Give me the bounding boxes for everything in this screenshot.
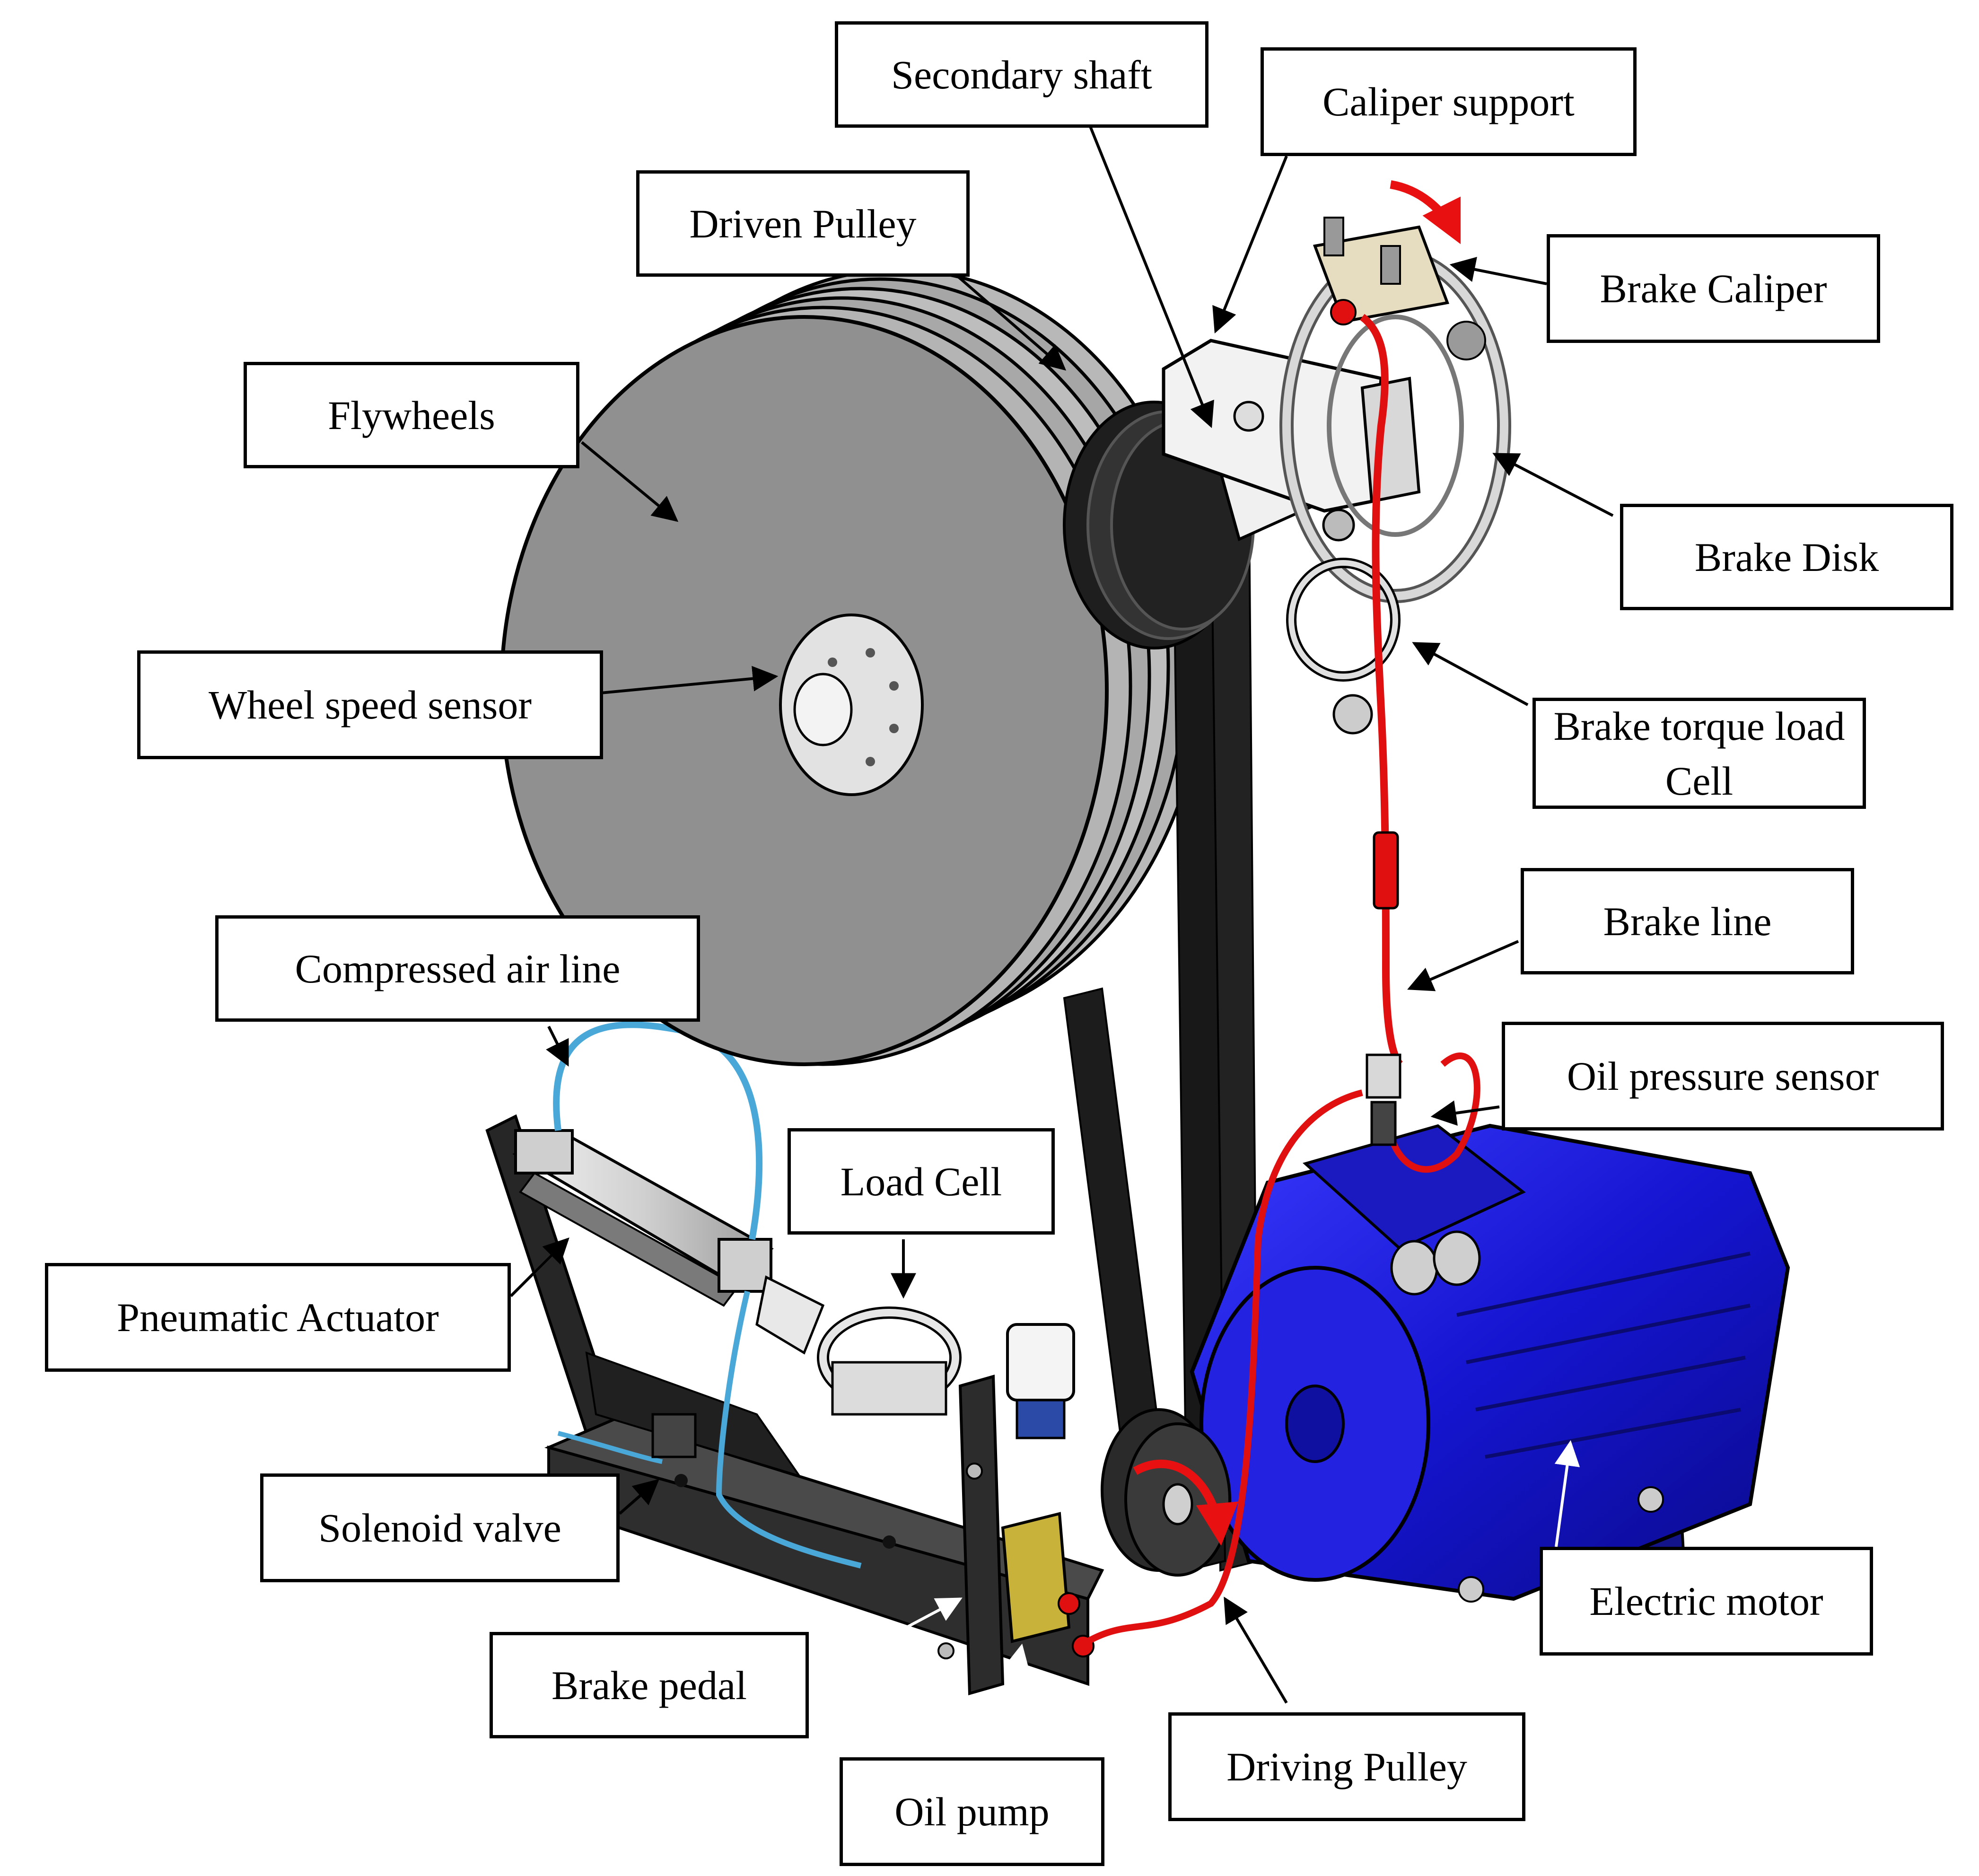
pulley-rotation-arrow <box>1133 1459 1239 1546</box>
brake-line-hose <box>1360 314 1403 1067</box>
air-line-base <box>557 1431 663 1464</box>
label-secondary-shaft: Secondary shaft <box>835 21 1208 128</box>
air-line-lower <box>716 1290 862 1569</box>
label-brake-disk: Brake Disk <box>1620 504 1953 610</box>
label-driving-pulley: Driving Pulley <box>1168 1712 1525 1821</box>
label-oil-pressure-sensor: Oil pressure sensor <box>1502 1022 1944 1131</box>
label-pneumatic-actuator: Pneumatic Actuator <box>45 1263 511 1372</box>
brake-line-fitting <box>1373 831 1399 910</box>
brake-line-to-pump <box>1086 1089 1363 1645</box>
label-load-cell: Load Cell <box>788 1128 1055 1235</box>
leader-arrows <box>509 120 1614 1760</box>
label-flywheels: Flywheels <box>244 362 579 468</box>
oil-pressure-sensor-part <box>1366 1053 1401 1146</box>
label-oil-pump: Oil pump <box>840 1757 1104 1866</box>
wheel-speed-sensor-part <box>779 614 924 796</box>
load-cell-part <box>817 1306 962 1416</box>
label-electric-motor: Electric motor <box>1540 1547 1873 1656</box>
electric-motor-part <box>1190 1123 1790 1603</box>
label-caliper-support: Caliper support <box>1261 47 1637 156</box>
label-brake-caliper: Brake Caliper <box>1547 234 1880 343</box>
pneumatic-actuator-part <box>512 1129 825 1355</box>
brake-caliper-part <box>1313 217 1450 325</box>
label-wheel-speed-sensor: Wheel speed sensor <box>137 650 603 759</box>
oil-pump-part <box>1001 1323 1095 1657</box>
label-solenoid-valve: Solenoid valve <box>260 1473 620 1582</box>
brake-torque-load-cell-part <box>1286 508 1401 735</box>
label-brake-pedal: Brake pedal <box>490 1632 809 1738</box>
label-brake-line: Brake line <box>1521 868 1854 974</box>
label-driven-pulley: Driven Pulley <box>636 170 970 277</box>
solenoid-valve-part <box>651 1413 697 1458</box>
label-brake-torque-load-cell: Brake torque load Cell <box>1532 698 1866 809</box>
brake-line-to-motor <box>1387 1052 1480 1173</box>
label-compressed-air-line: Compressed air line <box>215 915 700 1022</box>
brake-pedal-part <box>937 1375 1005 1695</box>
disk-rotation-arrow <box>1390 180 1461 245</box>
